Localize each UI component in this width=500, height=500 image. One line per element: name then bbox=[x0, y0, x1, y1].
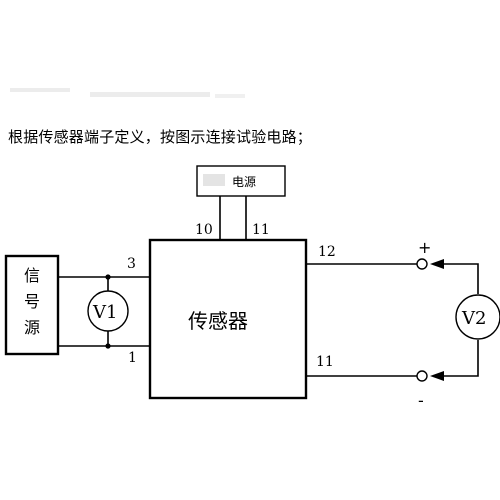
v2-probe-wire-top bbox=[434, 263, 479, 294]
v2-arrow-top bbox=[430, 259, 444, 269]
v1-junction-bottom bbox=[105, 343, 111, 349]
output-terminal-plus bbox=[416, 258, 428, 270]
voltmeter-v1-label: V1 bbox=[92, 302, 117, 323]
terminal-3-label: 3 bbox=[127, 256, 136, 272]
voltmeter-v1 bbox=[87, 290, 129, 332]
v2-probe-wire-bottom bbox=[434, 340, 479, 377]
terminal-1-label: 1 bbox=[128, 350, 137, 366]
terminal-12-label: 12 bbox=[318, 244, 336, 260]
power-supply-label: 电源 bbox=[232, 175, 256, 189]
terminal-11-right-label: 11 bbox=[316, 354, 334, 370]
v1-junction-top bbox=[105, 274, 111, 280]
instruction-text: 根据传感器端子定义，按图示连接试验电路； bbox=[8, 128, 313, 146]
polarity-minus: - bbox=[418, 391, 424, 410]
polarity-plus: + bbox=[418, 238, 431, 257]
signal-source-char-3: 源 bbox=[24, 318, 40, 337]
signal-source-char-1: 信 bbox=[24, 266, 40, 285]
voltmeter-v2 bbox=[455, 294, 500, 340]
v2-arrow-bottom bbox=[430, 371, 444, 381]
terminal-11-top-label: 11 bbox=[252, 222, 270, 238]
sensor-label: 传感器 bbox=[188, 309, 248, 333]
power-supply-smudge bbox=[203, 174, 225, 186]
scan-artifact bbox=[10, 88, 245, 98]
signal-source-box bbox=[4, 254, 60, 356]
signal-source-char-2: 号 bbox=[24, 292, 40, 311]
output-terminal-minus bbox=[416, 370, 428, 382]
terminal-10-label: 10 bbox=[195, 222, 213, 238]
voltmeter-v2-label: V2 bbox=[461, 308, 486, 329]
sensor-box bbox=[148, 238, 308, 400]
